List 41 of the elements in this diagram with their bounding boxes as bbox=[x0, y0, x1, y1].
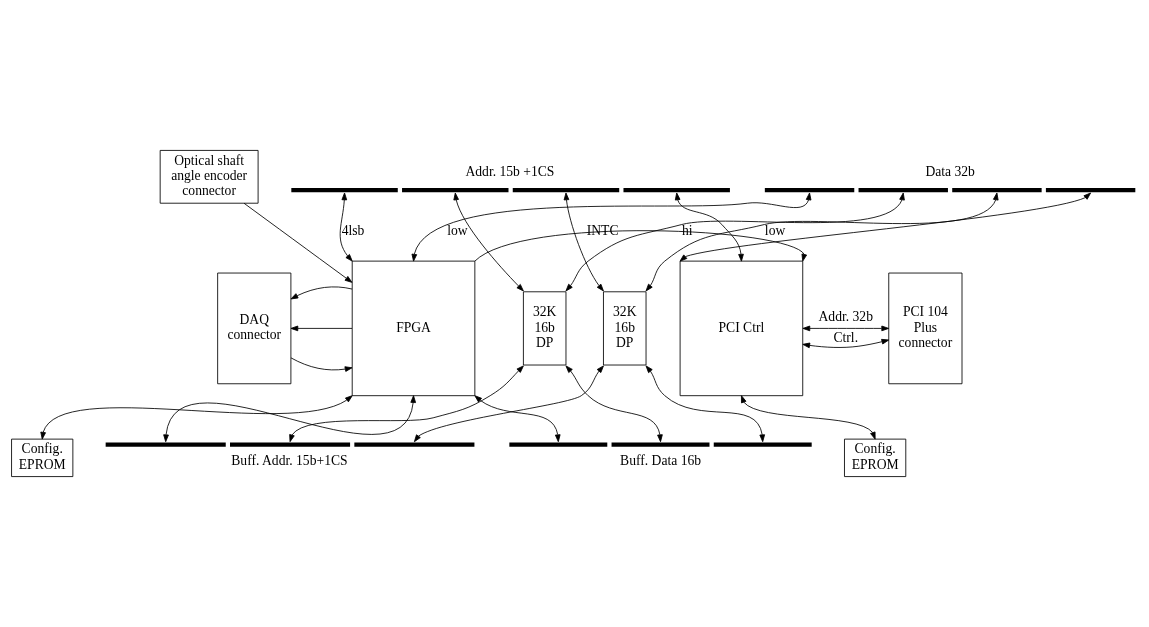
arrow bbox=[290, 286, 353, 300]
arrow bbox=[645, 365, 766, 443]
arrow bbox=[563, 192, 604, 292]
arrow bbox=[474, 395, 561, 443]
arrow bbox=[339, 192, 353, 262]
arrow bbox=[290, 325, 353, 332]
edge-label: low bbox=[764, 223, 786, 239]
arrow bbox=[290, 357, 353, 372]
arrow bbox=[645, 192, 999, 292]
arrow bbox=[474, 230, 808, 262]
arrow bbox=[411, 192, 812, 262]
arrow bbox=[413, 365, 604, 443]
node-box: Config. EPROM bbox=[844, 438, 907, 477]
node-box: PCI 104 Plus connector bbox=[888, 272, 963, 385]
arrow bbox=[243, 202, 353, 283]
arrow bbox=[289, 365, 524, 443]
arrow bbox=[802, 325, 890, 332]
node-box: 32K 16b DP bbox=[603, 291, 647, 366]
arrow bbox=[741, 395, 876, 440]
node-box: PCI Ctrl bbox=[679, 260, 804, 397]
arrow bbox=[40, 395, 353, 440]
edge-label: low bbox=[447, 223, 468, 239]
node-box: Config. EPROM bbox=[11, 438, 74, 477]
node-text: Buff. Data 16b bbox=[620, 453, 702, 469]
node-box: 32K 16b DP bbox=[522, 291, 567, 366]
node-box: FPGA bbox=[351, 260, 476, 397]
node-box: Optical shaft angle encoder connector bbox=[159, 150, 259, 204]
arrow bbox=[679, 192, 1092, 262]
edge-label: Addr. 32b bbox=[818, 309, 873, 325]
arrow bbox=[565, 365, 663, 443]
arrow bbox=[453, 192, 524, 292]
arrow bbox=[565, 192, 905, 292]
node-text: Addr. 15b +1CS bbox=[465, 163, 555, 179]
edge-label: Ctrl. bbox=[833, 329, 859, 345]
arrow bbox=[674, 192, 744, 262]
arrow bbox=[163, 395, 416, 443]
node-text: Data 32b bbox=[925, 163, 975, 179]
arrow bbox=[802, 338, 890, 349]
edge-label: 4lsb bbox=[341, 223, 365, 239]
node-box: DAQ connector bbox=[217, 272, 292, 385]
node-text: Buff. Addr. 15b+1CS bbox=[231, 453, 348, 469]
